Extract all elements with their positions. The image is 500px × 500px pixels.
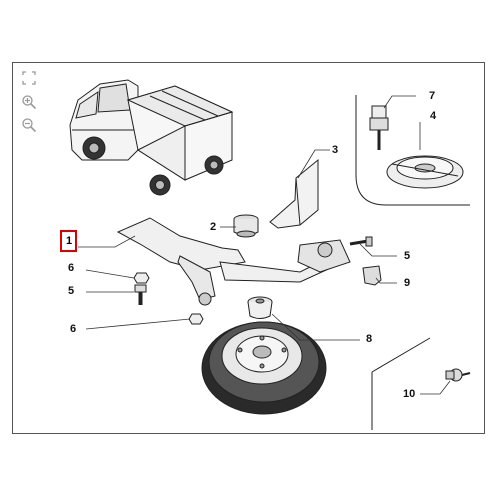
part-10-valve — [445, 368, 471, 382]
part-7-stud — [369, 105, 389, 150]
callout-1-selected[interactable]: 1 — [60, 230, 77, 252]
part-6-nut-lower — [188, 313, 204, 325]
callout-9[interactable]: 9 — [404, 277, 411, 289]
part-8-hub — [247, 296, 273, 319]
callout-10[interactable]: 10 — [403, 388, 416, 400]
part-3-bracket — [269, 158, 319, 229]
part-4-plate — [386, 155, 464, 189]
spare-wheel — [201, 321, 327, 415]
callout-5-right[interactable]: 5 — [404, 250, 411, 262]
part-9-cap — [362, 265, 382, 286]
zoom-out-icon[interactable] — [21, 117, 37, 133]
part-5-bolt-right — [349, 236, 373, 247]
callout-6-upper[interactable]: 6 — [68, 262, 75, 274]
callout-3[interactable]: 3 — [332, 144, 339, 156]
callout-8[interactable]: 8 — [366, 333, 373, 345]
callout-5-left[interactable]: 5 — [68, 285, 75, 297]
part-5-bolt-left — [134, 284, 147, 305]
callout-4[interactable]: 4 — [430, 110, 437, 122]
callout-2[interactable]: 2 — [210, 221, 217, 233]
fit-view-icon[interactable] — [21, 70, 37, 86]
part-1-carrier — [116, 217, 351, 306]
zoom-in-icon[interactable] — [21, 94, 37, 110]
callout-7[interactable]: 7 — [429, 90, 436, 102]
part-6-nut-upper — [133, 272, 150, 284]
callout-1-label: 1 — [66, 235, 73, 247]
callout-6-lower[interactable]: 6 — [70, 323, 77, 335]
vehicle-illustration — [69, 79, 234, 196]
part-2-buffer — [233, 214, 259, 238]
